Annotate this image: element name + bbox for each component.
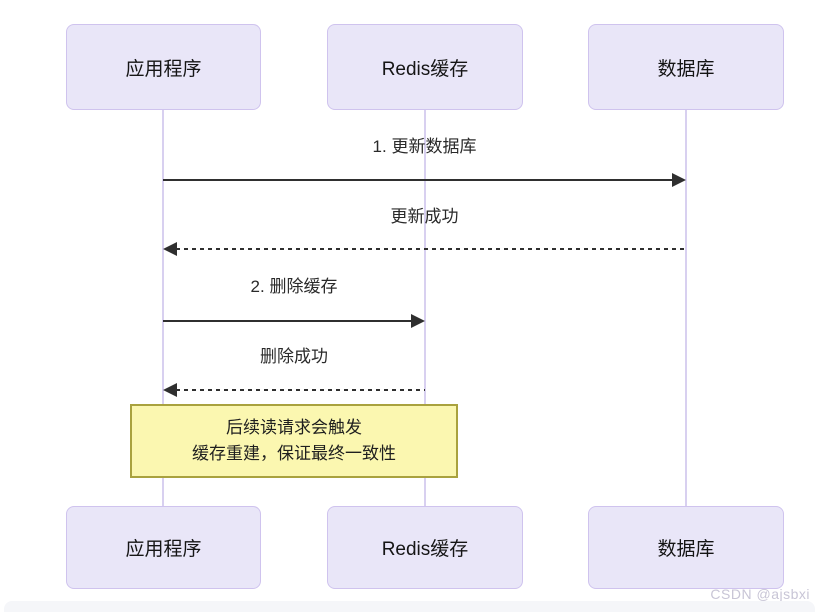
lifeline-db <box>685 110 687 506</box>
participant-db-label-bottom: 数据库 <box>657 539 715 560</box>
message-2-arrowhead-icon <box>163 242 177 256</box>
message-3-label: 2. 删除缓存 <box>250 277 338 296</box>
participant-app-top: 应用程序 <box>66 24 261 110</box>
participant-app-label: 应用程序 <box>125 58 202 80</box>
participant-redis-label-bottom: Redis缓存 <box>381 539 469 560</box>
participant-redis-top: Redis缓存 <box>327 24 523 110</box>
watermark-text: CSDN @ajsbxi <box>710 586 810 602</box>
participant-redis-label: Redis缓存 <box>381 58 469 80</box>
note-line-2: 缓存重建，保证最终一致性 <box>192 444 396 463</box>
message-4-line <box>176 389 425 391</box>
message-1-arrowhead-icon <box>672 173 686 187</box>
message-1-label: 1. 更新数据库 <box>372 137 477 156</box>
message-1-line <box>163 179 673 181</box>
participant-db-bottom: 数据库 <box>588 506 784 589</box>
lifeline-app <box>162 110 164 506</box>
note-box: 后续读请求会触发 缓存重建，保证最终一致性 <box>130 404 458 478</box>
message-4-label: 删除成功 <box>260 347 328 366</box>
participant-db-label: 数据库 <box>657 58 715 80</box>
message-3-arrowhead-icon <box>411 314 425 328</box>
participant-app-label-bottom: 应用程序 <box>125 539 202 560</box>
message-2-label: 更新成功 <box>390 207 459 226</box>
participant-db-top: 数据库 <box>588 24 784 110</box>
message-3-line <box>163 320 412 322</box>
message-2-line <box>176 248 686 250</box>
message-4-arrowhead-icon <box>163 383 177 397</box>
bottom-panel-edge <box>4 601 815 612</box>
lifeline-redis <box>424 110 426 506</box>
participant-redis-bottom: Redis缓存 <box>327 506 523 589</box>
participant-app-bottom: 应用程序 <box>66 506 261 589</box>
note-line-1: 后续读请求会触发 <box>226 418 362 437</box>
